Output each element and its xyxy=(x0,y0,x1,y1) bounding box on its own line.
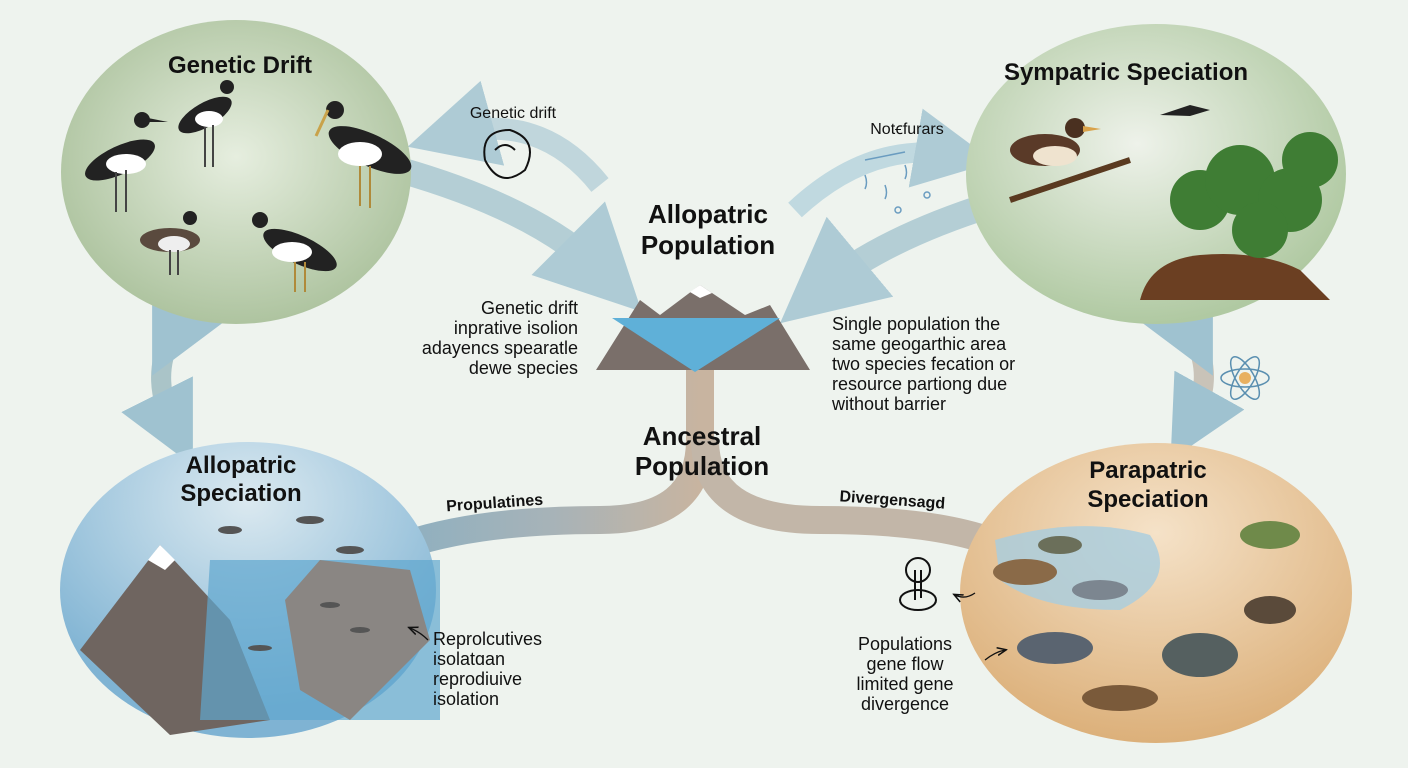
genetic-drift-title: Genetic Drift xyxy=(168,52,312,79)
desc-line: divergence xyxy=(861,694,949,714)
pointer-arrow-icon xyxy=(984,650,1005,661)
desc-line: limited gene xyxy=(856,674,953,694)
parapatric-circle xyxy=(960,443,1352,743)
desc-line: Populations xyxy=(858,634,952,654)
desc-line: gene flow xyxy=(866,654,944,674)
desc-line: same geogarthic area xyxy=(832,334,1007,354)
parapatric-title-2: Speciation xyxy=(1087,486,1208,513)
desc-line: resource partiong due xyxy=(832,374,1007,394)
arrow-vertical-left xyxy=(121,286,224,466)
bottom-right-description: Populations gene flow limited gene diver… xyxy=(856,634,953,714)
sympatric-arrow-label: Notꞓfurars xyxy=(870,121,943,138)
branch-right xyxy=(691,439,1006,559)
arrow-to-sympatric xyxy=(788,108,995,218)
atom-icon xyxy=(1220,355,1270,401)
center-top-title-1: Allopatric xyxy=(648,199,768,229)
desc-line: dewe species xyxy=(469,358,578,378)
allopatric-title-2: Speciation xyxy=(180,480,301,507)
genetic-drift-swirl-icon xyxy=(483,128,531,179)
bottom-left-description: Reprolcutives isolatɑan reprodiuive isol… xyxy=(433,629,542,709)
sympatric-scene xyxy=(1009,105,1338,300)
center-bottom-title-2: Population xyxy=(635,451,769,481)
allopatric-title-1: Allopatric xyxy=(186,452,297,479)
left-description: Genetic drift inprative isolion adayencs… xyxy=(422,298,578,378)
desc-line: reprodiuive xyxy=(433,669,522,689)
center-top-title-2: Population xyxy=(641,230,775,260)
water-droplets-icon xyxy=(864,151,931,214)
arrow-sympatric-to-center xyxy=(780,192,994,324)
desc-line: Single population the xyxy=(832,314,1000,334)
parapatric-scene xyxy=(993,521,1300,711)
genetic-drift-arrow-label: Genetic drift xyxy=(470,105,557,122)
parapatric-title-1: Parapatric xyxy=(1089,457,1206,484)
allopatric-scene xyxy=(80,516,440,735)
mountain-lake-icon xyxy=(596,285,810,372)
arrow-vertical-right xyxy=(1141,286,1245,460)
desc-line: isolation xyxy=(433,689,499,709)
left-branch-label: Propulatines xyxy=(446,492,544,516)
desc-line: inprative isolion xyxy=(454,318,578,338)
bird-icons xyxy=(85,80,412,292)
arrow-to-drift xyxy=(407,80,609,193)
desc-line: adayencs spearatle xyxy=(422,338,578,358)
desc-line: Reprolcutives xyxy=(433,629,542,649)
sympatric-title: Sympatric Speciation xyxy=(1004,59,1248,86)
desc-line: Genetic drift xyxy=(481,298,578,318)
desc-line: isolatɑan xyxy=(433,649,505,669)
desc-line: without barrier xyxy=(831,394,946,414)
pointer-arrow-icon xyxy=(955,592,976,597)
gene-flow-icon xyxy=(899,557,937,611)
desc-line: two species fecation or xyxy=(832,354,1015,374)
connector-arrows xyxy=(121,80,1245,559)
right-description: Single population the same geogarthic ar… xyxy=(831,314,1015,414)
center-bottom-title-1: Ancestral xyxy=(643,421,762,451)
branch-left xyxy=(400,360,714,559)
arrow-drift-to-center xyxy=(396,157,642,312)
pointer-arrow-icon xyxy=(410,628,429,641)
